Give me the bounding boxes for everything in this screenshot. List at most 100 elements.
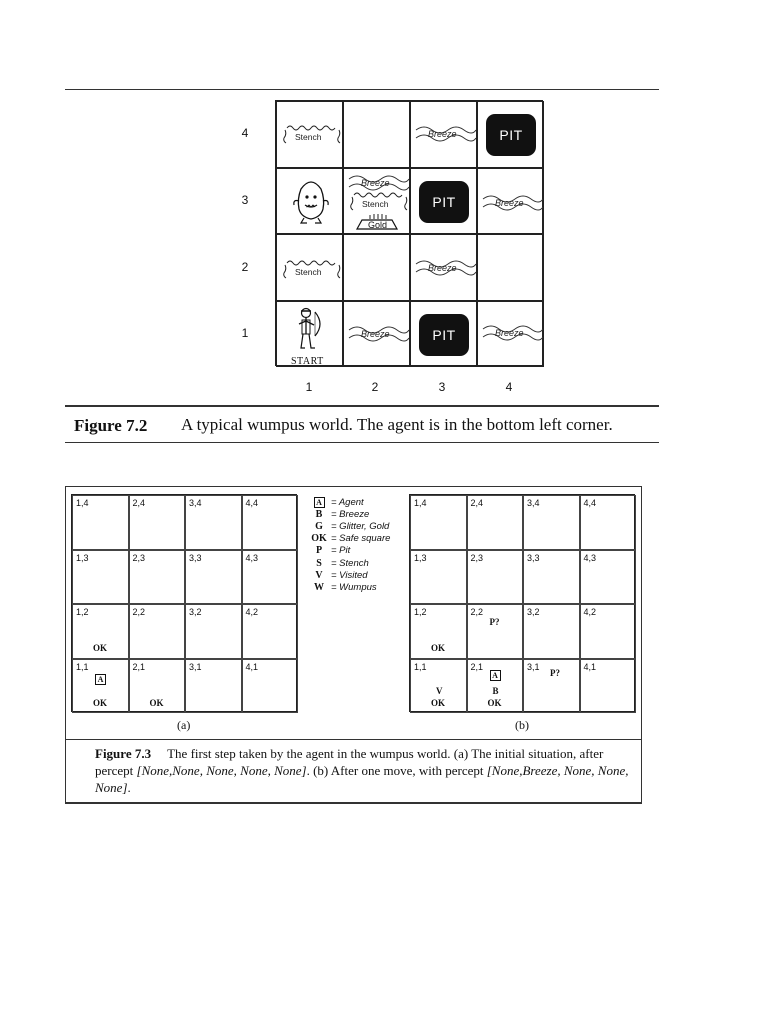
grid-cell: 3,3 [185, 550, 242, 605]
cell-coordinate: 3,2 [527, 607, 540, 617]
cell-coordinate: 1,1 [76, 662, 89, 672]
figure-7-3-separator [65, 739, 642, 740]
sub-label-b: (b) [515, 718, 529, 733]
cell-coordinate: 4,3 [246, 553, 259, 563]
cell-coordinate: 2,3 [133, 553, 146, 563]
safe-mark: OK [431, 698, 445, 708]
grid-cell: 3,2 [523, 604, 580, 659]
cell-coordinate: 2,1 [471, 662, 484, 672]
cell-coordinate: 1,4 [414, 498, 427, 508]
grid-cell: 1,1AOK [72, 659, 129, 714]
grid-cell: 3,1 [185, 659, 242, 714]
cell-coordinate: 4,1 [246, 662, 259, 672]
cell-coordinate: 2,4 [471, 498, 484, 508]
cell-3-1: PIT [410, 301, 477, 368]
grid-cell: 4,4 [242, 495, 299, 550]
row-label-3: 3 [235, 193, 255, 207]
cell-coordinate: 4,3 [584, 553, 597, 563]
legend-text: = Agent [331, 497, 364, 508]
grid-cell: 4,3 [580, 550, 637, 605]
grid-cell: 4,1 [580, 659, 637, 714]
cell-3-3: PIT [410, 168, 477, 235]
caption-rule-top [65, 405, 659, 407]
safe-mark: OK [150, 698, 164, 708]
pit-question-mark: P? [490, 617, 500, 627]
grid-cell: 2,1ABOK [467, 659, 524, 714]
legend-text: = Glitter, Gold [331, 521, 389, 532]
grid-cell: 1,4 [72, 495, 129, 550]
legend-symbol: W [307, 582, 331, 593]
legend-item: V= Visited [307, 569, 412, 581]
legend-symbol: V [307, 570, 331, 581]
grid-cell: 1,3 [410, 550, 467, 605]
breeze-mark: B [493, 686, 499, 696]
legend-item: A= Agent [307, 496, 412, 508]
cell-coordinate: 3,1 [527, 662, 540, 672]
caption-text-3: . [128, 780, 131, 795]
safe-mark: OK [93, 698, 107, 708]
cell-2-3: Breeze Stench Gold [343, 168, 410, 235]
legend-item: P= Pit [307, 545, 412, 557]
row-label-1: 1 [235, 326, 255, 340]
cell-coordinate: 3,2 [189, 607, 202, 617]
start-label: START [291, 356, 324, 367]
gold-icon: Gold [354, 213, 400, 231]
grid-cell: 1,2OK [72, 604, 129, 659]
grid-cell: 2,4 [129, 495, 186, 550]
stench-label: Stench [362, 199, 389, 209]
grid-cell: 4,2 [580, 604, 637, 659]
grid-cell: 2,3 [467, 550, 524, 605]
cell-coordinate: 4,1 [584, 662, 597, 672]
grid-cell: 3,4 [185, 495, 242, 550]
cell-coordinate: 4,2 [246, 607, 259, 617]
cell-1-3 [276, 168, 343, 235]
cell-4-2 [477, 234, 544, 301]
legend-text: = Breeze [331, 509, 369, 520]
grid-cell: 2,2 [129, 604, 186, 659]
cell-coordinate: 2,3 [471, 553, 484, 563]
grid-cell: 2,2P? [467, 604, 524, 659]
cell-coordinate: 2,2 [133, 607, 146, 617]
stench-icon: Stench [350, 189, 410, 215]
cell-4-1: Breeze [477, 301, 544, 368]
figure-7-3-caption-rule [65, 803, 642, 804]
grid-cell: 3,4 [523, 495, 580, 550]
legend-item: B= Breeze [307, 508, 412, 520]
percept-a: [None,None, None, None, None] [137, 763, 307, 778]
breeze-label: Breeze [428, 129, 457, 139]
row-label-2: 2 [235, 260, 255, 274]
cell-1-1: START [276, 301, 343, 368]
figure-7-3-caption: Figure 7.3 The first step taken by the a… [95, 745, 635, 796]
cell-2-2 [343, 234, 410, 301]
grid-cell: 3,2 [185, 604, 242, 659]
knowledge-grid-a: 1,42,43,44,41,32,33,34,31,2OK2,23,24,21,… [71, 494, 297, 712]
cell-4-4: PIT [477, 101, 544, 168]
cell-1-2: Stench [276, 234, 343, 301]
stench-icon: Stench [283, 257, 343, 283]
wumpus-icon [291, 177, 331, 227]
stench-icon: Stench [283, 122, 343, 148]
cell-coordinate: 2,1 [133, 662, 146, 672]
cell-coordinate: 1,3 [414, 553, 427, 563]
legend-text: = Stench [331, 558, 369, 569]
breeze-label: Breeze [495, 198, 524, 208]
legend-symbol: A [307, 497, 331, 508]
row-label-4: 4 [235, 126, 255, 140]
caption-rule-bottom [65, 442, 659, 443]
breeze-icon: Breeze [414, 256, 476, 278]
gold-label: Gold [368, 220, 387, 230]
grid-cell: 4,2 [242, 604, 299, 659]
breeze-label: Breeze [495, 328, 524, 338]
pit-question-mark: P? [550, 668, 560, 678]
figure-7-2-caption: A typical wumpus world. The agent is in … [181, 415, 613, 435]
safe-mark: OK [488, 698, 502, 708]
grid-cell: 4,3 [242, 550, 299, 605]
cell-coordinate: 4,4 [246, 498, 259, 508]
wumpus-world-grid: Stench Breeze PIT B [275, 100, 543, 366]
cell-coordinate: 3,1 [189, 662, 202, 672]
cell-2-4 [343, 101, 410, 168]
breeze-icon: Breeze [347, 322, 409, 344]
cell-coordinate: 2,4 [133, 498, 146, 508]
